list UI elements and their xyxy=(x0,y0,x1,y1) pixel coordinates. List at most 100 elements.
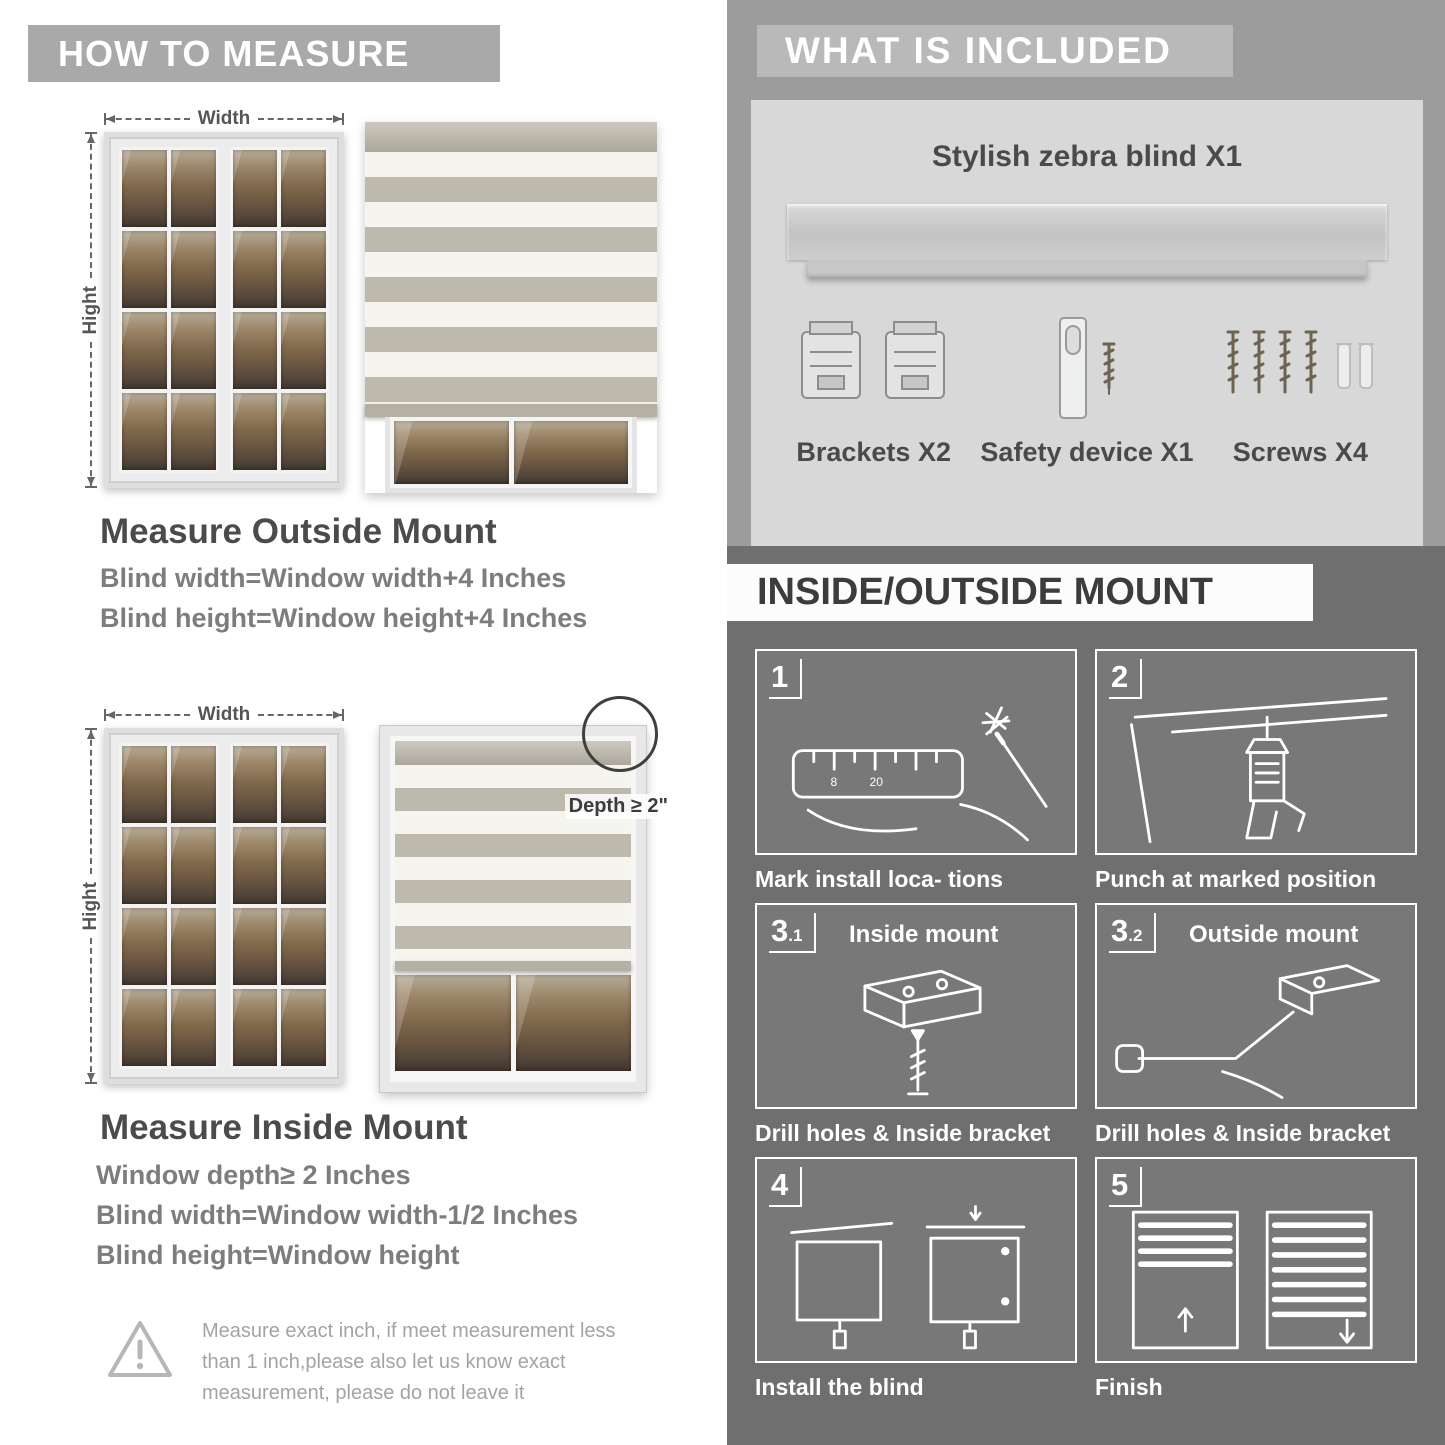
safety-device-label: Safety device X1 xyxy=(980,437,1194,467)
inside-mount-blind-figure: Depth ≥ 2" xyxy=(379,696,672,1093)
mount-guide-section: INSIDE/OUTSIDE MOUNT 1 xyxy=(727,546,1445,1445)
step-number-sub: .1 xyxy=(788,926,803,945)
window-below-blind xyxy=(385,417,637,493)
inside-mount-window-figure: Width Hight xyxy=(78,702,344,1085)
step-5-caption: Finish xyxy=(1095,1373,1163,1400)
window-sash xyxy=(116,144,222,476)
step-4: 4 xyxy=(755,1157,1077,1411)
window-pane xyxy=(122,827,167,904)
blind-bottom-rail xyxy=(365,404,657,417)
window-pane xyxy=(513,421,628,484)
what-is-included-banner: WHAT IS INCLUDED xyxy=(757,25,1233,77)
window-pane xyxy=(281,989,326,1066)
width-label: Width xyxy=(197,704,251,725)
window-pane xyxy=(394,421,509,484)
step-3-2-caption: Drill holes & Inside bracket xyxy=(1095,1119,1391,1146)
window-sash xyxy=(226,144,332,476)
step-number: 2 xyxy=(1109,659,1143,699)
blind-item-title: Stylish zebra blind X1 xyxy=(931,140,1243,173)
step-3-1-label: Inside mount xyxy=(849,921,999,948)
included-parts-row: Brackets X2 xyxy=(751,313,1423,468)
window-pane xyxy=(281,827,326,904)
window-pane xyxy=(232,231,278,308)
arrow-tick xyxy=(342,709,344,721)
arrow-segment xyxy=(258,115,342,123)
window-below-blind xyxy=(395,975,631,1071)
arrow-tick xyxy=(104,709,106,721)
ruler-mark-20: 20 xyxy=(870,775,884,789)
screws-icon xyxy=(1210,313,1390,425)
window-pane xyxy=(122,150,167,227)
how-to-measure-column: HOW TO MEASURE Width Hight xyxy=(28,25,672,1404)
window-pane xyxy=(281,231,326,308)
what-is-included-section: WHAT IS INCLUDED Stylish zebra blind X1 xyxy=(727,0,1445,546)
outside-mount-formula-2: Blind height=Window height+4 Inches xyxy=(100,603,588,633)
window-pane xyxy=(170,150,216,227)
step-3-2-panel: 3 .2 Outside mount xyxy=(1095,903,1417,1109)
arrow-segment xyxy=(87,730,95,874)
step-number-main: 5 xyxy=(1111,1167,1129,1202)
window-pane xyxy=(122,393,167,470)
arrow-segment xyxy=(258,711,342,719)
window-pane xyxy=(232,312,278,389)
window-pane xyxy=(170,393,216,470)
width-label: Width xyxy=(197,108,251,129)
inside-mount-formula-1: Window depth≥ 2 Inches xyxy=(96,1160,411,1190)
step-1-caption: Mark install loca- tions xyxy=(755,865,1003,892)
outside-mount-title: Measure Outside Mount xyxy=(100,512,497,551)
step-1: 1 xyxy=(755,649,1077,903)
window-pane xyxy=(281,908,326,985)
height-arrow: Hight xyxy=(78,728,104,1085)
step-2: 2 xyxy=(1095,649,1417,903)
arrow-segment xyxy=(87,938,95,1083)
window-pane xyxy=(170,312,216,389)
step-5: 5 xyxy=(1095,1157,1417,1411)
window-pane xyxy=(232,746,278,823)
step-1-panel: 1 xyxy=(755,649,1077,855)
step-4-panel: 4 xyxy=(755,1157,1077,1363)
arrow-tick xyxy=(85,728,97,730)
step-number-sub: .2 xyxy=(1128,926,1143,945)
inside-mount-title: Measure Inside Mount xyxy=(100,1108,468,1147)
inside-mount-formula-2: Blind width=Window width-1/2 Inches xyxy=(96,1200,579,1230)
outside-mount-formula-1: Blind width=Window width+4 Inches xyxy=(100,563,567,593)
safety-device-icon xyxy=(1032,313,1142,425)
window-pane xyxy=(281,746,326,823)
step-3-1: 3 .1 Inside mount xyxy=(755,903,1077,1157)
window-pane xyxy=(170,908,216,985)
window-pane xyxy=(281,312,326,389)
arrow-segment xyxy=(87,342,95,487)
step-number: 1 xyxy=(769,659,803,699)
window-pane xyxy=(232,989,278,1066)
part-brackets: Brackets X2 xyxy=(767,313,980,468)
outside-mount-window-figure: Width Hight xyxy=(78,106,344,489)
window-pane xyxy=(170,989,216,1066)
arrow-segment xyxy=(87,134,95,278)
step-number: 4 xyxy=(769,1167,803,1207)
step-3-2: 3 .2 Outside mount xyxy=(1095,903,1417,1157)
blind-cassette xyxy=(365,122,657,152)
width-arrow: Width xyxy=(104,106,344,132)
step-3-1-panel: 3 .1 Inside mount xyxy=(755,903,1077,1109)
window-illustration xyxy=(104,728,344,1084)
window-pane xyxy=(232,908,278,985)
brackets-icon xyxy=(794,313,954,425)
height-arrow: Hight xyxy=(78,132,104,489)
window-pane xyxy=(170,231,216,308)
arrow-tick xyxy=(104,113,106,125)
brackets-label: Brackets X2 xyxy=(796,437,951,467)
blind-cassette-illustration xyxy=(787,204,1387,260)
window-pane xyxy=(395,975,511,1071)
part-screws: Screws X4 xyxy=(1194,313,1407,468)
right-column: WHAT IS INCLUDED Stylish zebra blind X1 xyxy=(727,0,1445,1445)
window-pane xyxy=(170,746,216,823)
window-pane xyxy=(122,231,167,308)
height-label: Hight xyxy=(80,285,101,335)
depth-label: Depth ≥ 2" xyxy=(564,794,672,819)
step-2-illustration xyxy=(1130,697,1388,844)
window-pane xyxy=(122,908,167,985)
step-1-illustration: 8 20 xyxy=(791,706,1048,842)
blind-stripes xyxy=(365,152,657,404)
height-label: Hight xyxy=(80,881,101,931)
warning-text: Measure exact inch, if meet measurement … xyxy=(202,1320,616,1404)
